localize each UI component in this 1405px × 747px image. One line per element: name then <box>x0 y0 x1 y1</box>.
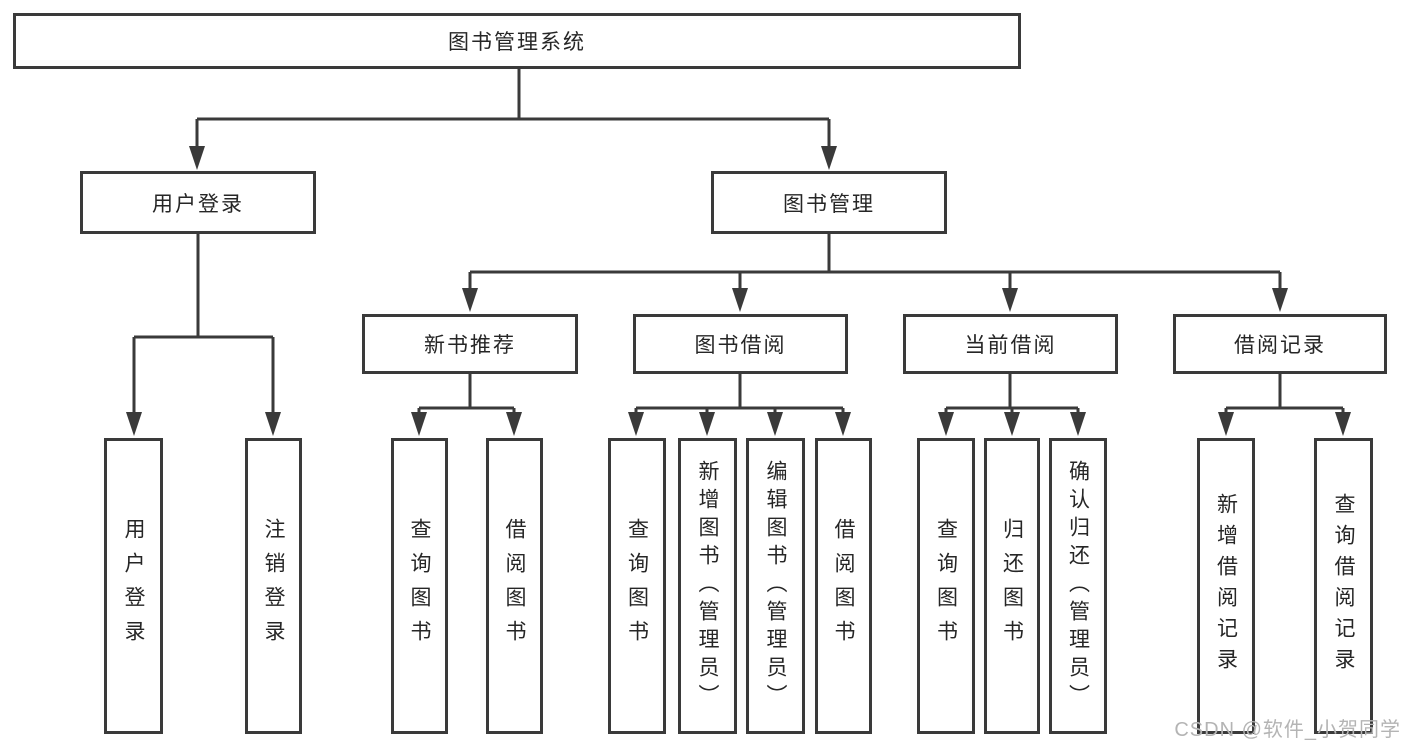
leaf-label: 编辑图书（管理员） <box>764 460 787 712</box>
leaf-label: 借阅图书 <box>832 518 855 654</box>
leaf-label: 注销登录 <box>262 518 285 654</box>
leaf-user-login: 用户登录 <box>104 438 163 734</box>
leaf-query-books-current: 查询图书 <box>917 438 975 734</box>
node-borrow-records: 借阅记录 <box>1173 314 1387 374</box>
leaf-return-books: 归还图书 <box>984 438 1040 734</box>
leaf-label: 确认归还（管理员） <box>1066 460 1090 712</box>
leaf-add-books-admin: 新增图书（管理员） <box>678 438 737 734</box>
leaf-label: 查询图书 <box>408 518 431 654</box>
leaf-add-borrow-record: 新增借阅记录 <box>1197 438 1255 734</box>
leaf-label: 借阅图书 <box>503 518 526 654</box>
node-root-system: 图书管理系统 <box>13 13 1021 69</box>
leaf-label: 查询借阅记录 <box>1332 493 1355 679</box>
node-book-borrow: 图书借阅 <box>633 314 848 374</box>
leaf-label: 归还图书 <box>1000 518 1024 654</box>
leaf-label: 查询图书 <box>625 518 649 654</box>
leaf-edit-books-admin: 编辑图书（管理员） <box>746 438 805 734</box>
leaf-confirm-return-admin: 确认归还（管理员） <box>1049 438 1107 734</box>
leaf-borrow-books: 借阅图书 <box>815 438 872 734</box>
node-new-book-recommend: 新书推荐 <box>362 314 578 374</box>
leaf-borrow-books-recommend: 借阅图书 <box>486 438 543 734</box>
leaf-query-books-recommend: 查询图书 <box>391 438 448 734</box>
node-current-borrow: 当前借阅 <box>903 314 1118 374</box>
leaf-label: 新增图书（管理员） <box>696 460 719 712</box>
csdn-watermark: CSDN @软件_小贺同学 <box>1174 719 1401 741</box>
leaf-label: 新增借阅记录 <box>1214 493 1238 679</box>
leaf-query-books-borrow: 查询图书 <box>608 438 666 734</box>
leaf-label: 用户登录 <box>122 518 145 654</box>
node-user-login: 用户登录 <box>80 171 316 234</box>
leaf-query-borrow-record: 查询借阅记录 <box>1314 438 1373 734</box>
leaf-logout: 注销登录 <box>245 438 302 734</box>
leaf-label: 查询图书 <box>934 518 958 654</box>
node-book-management: 图书管理 <box>711 171 947 234</box>
